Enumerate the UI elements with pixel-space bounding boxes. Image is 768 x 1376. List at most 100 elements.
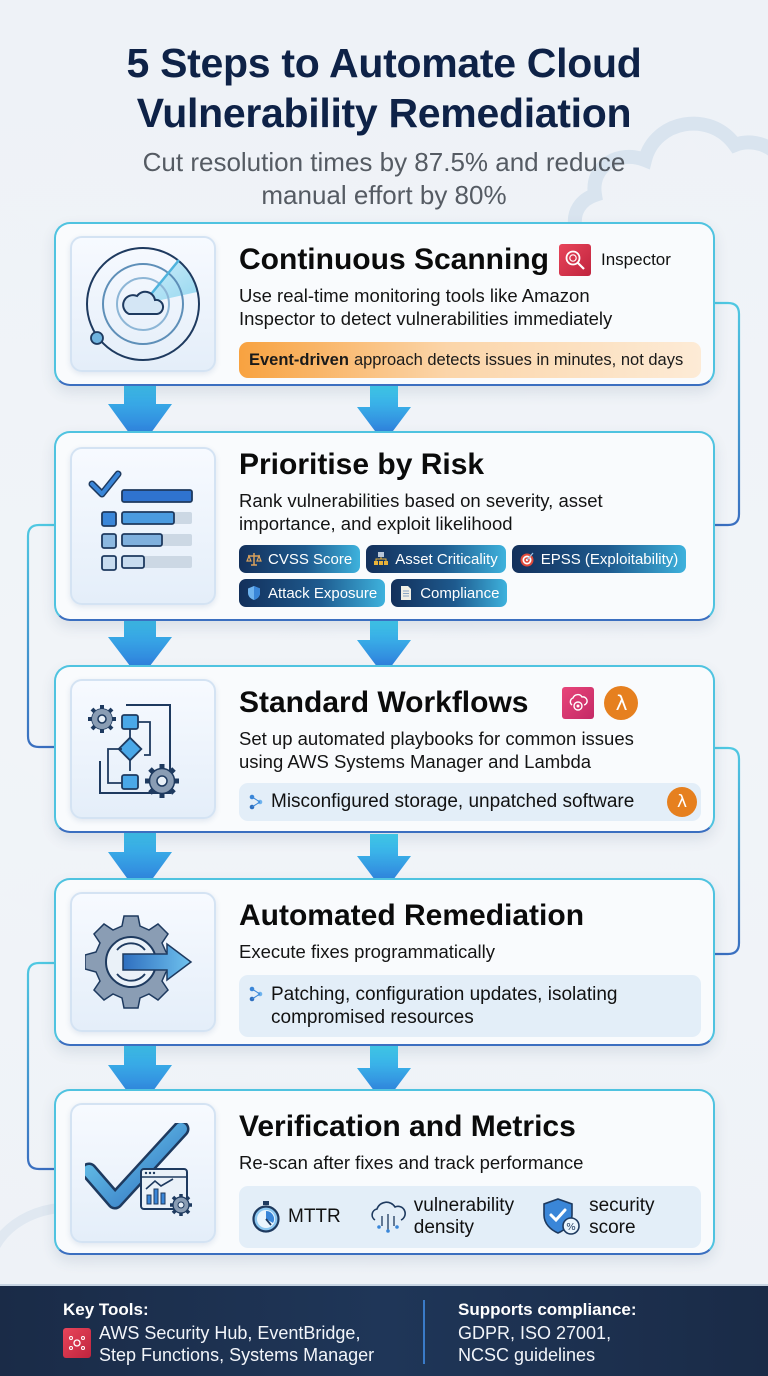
metric-label-line: vulnerability [413,1195,515,1216]
step-1-content: Continuous Scanning Inspector Use real-t… [239,242,701,378]
step-4-title: Automated Remediation [239,899,585,932]
step-2-title-row: Prioritise by Risk [239,447,701,483]
step-1-title: Continuous Scanning [239,243,549,276]
step-3-content: Standard Workflows λ Set up automated pl… [239,685,701,821]
tag-label: Attack Exposure [268,584,378,602]
callout-text: approach detects issues in minutes, not … [353,350,684,369]
compliance-heading: Supports compliance: [458,1300,637,1319]
step-3-title: Standard Workflows [239,686,529,719]
step-5-title-row: Verification and Metrics [239,1109,701,1145]
step-3-description: Set up automated playbooks for common is… [239,727,701,773]
desc-line: Use real-time monitoring tools like Amaz… [239,285,590,306]
title-line-1: 5 Steps to Automate Cloud [126,40,642,86]
stopwatch-icon [252,1201,280,1233]
connector-right-1-2 [714,301,741,527]
pill-line: compromised resources [271,1007,474,1028]
step-1-title-row: Continuous Scanning Inspector [239,242,701,278]
header: 5 Steps to Automate Cloud Vulnerability … [0,38,768,212]
metric-label: MTTR [288,1206,341,1227]
key-tools-line: Step Functions, Systems Manager [99,1345,375,1365]
shield-icon [246,585,262,601]
remediation-actions-text: Patching, configuration updates, isolati… [271,983,617,1029]
step-2-icon-box [70,447,216,605]
desc-line: Rank vulnerabilities based on severity, … [239,490,603,511]
remediation-actions: Patching, configuration updates, isolati… [239,975,701,1037]
step-4-content: Automated Remediation Execute fixes prog… [239,898,701,1037]
target-icon [519,551,535,567]
subtitle-line-2: manual effort by 80% [261,180,507,210]
step-5-icon-box [70,1103,216,1243]
pill-line: Patching, configuration updates, isolati… [271,984,618,1005]
footer-key-tools: Key Tools: AWS Security Hub, EventBridge… [63,1299,374,1366]
compliance-line: GDPR, ISO 27001, [458,1323,612,1343]
workflow-examples-row: Misconfigured storage, unpatched softwar… [249,791,634,813]
connector-right-3-4 [714,746,741,956]
subtitle-line-1: Cut resolution times by 87.5% and reduce [142,147,626,177]
tag-label: Compliance [420,584,500,602]
metric-security-score: % security score [542,1195,655,1239]
tag-cvss-score: CVSS Score [239,545,361,573]
event-driven-callout: Event-driven approach detects issues in … [239,342,701,378]
document-icon [398,585,414,601]
tag-compliance: Compliance [391,579,508,607]
desc-line: Execute fixes programmatically [239,941,496,962]
lambda-icon: λ [604,686,639,720]
svg-text:%: % [566,1222,576,1233]
workflow-gears-icon [88,704,179,798]
check-dashboard-icon [85,1123,192,1216]
scales-icon [246,551,262,567]
desc-line: Inspector to detect vulnerabilities imme… [239,308,613,329]
step-2-description: Rank vulnerabilities based on severity, … [239,489,701,535]
key-tools-line: AWS Security Hub, EventBridge, [99,1323,361,1343]
tag-label: Asset Criticality [395,550,498,568]
tag-epss-exploitability: EPSS (Exploitability) [511,545,687,573]
metric-label-line: security [589,1195,655,1216]
step-3-icon-box [70,679,216,819]
hierarchy-icon [373,551,389,567]
radar-cloud-icon [86,247,200,361]
inspector-label: Inspector [600,250,671,269]
metric-label: security score [589,1195,654,1239]
security-hub-icon [63,1328,91,1358]
title-line-2: Vulnerability Remediation [136,90,632,136]
metric-label-line: score [589,1217,636,1238]
desc-line: importance, and exploit likelihood [239,513,513,534]
step-1-icon-box [70,236,216,372]
key-tools-row: AWS Security Hub, EventBridge, Step Func… [63,1322,374,1366]
tag-label: CVSS Score [268,550,353,568]
nodes-icon [249,794,263,810]
metric-label-line: density [413,1217,474,1238]
step-card-continuous-scanning: Continuous Scanning Inspector Use real-t… [54,222,715,386]
metric-mttr: MTTR [251,1200,341,1234]
workflow-examples: Misconfigured storage, unpatched softwar… [239,783,701,821]
cloud-network-icon [371,1201,406,1233]
step-2-title: Prioritise by Risk [239,448,485,481]
desc-line: Set up automated playbooks for common is… [239,728,634,749]
key-tools-heading: Key Tools: [63,1300,149,1319]
step-5-title: Verification and Metrics [239,1110,576,1143]
step-4-title-row: Automated Remediation [239,898,701,934]
step-4-description: Execute fixes programmatically [239,940,701,963]
step-card-prioritise-by-risk: Prioritise by Risk Rank vulnerabilities … [54,431,715,621]
step-card-standard-workflows: Standard Workflows λ Set up automated pl… [54,665,715,833]
key-tools-list: AWS Security Hub, EventBridge, Step Func… [99,1322,374,1366]
step-card-verification-metrics: Verification and Metrics Re-scan after f… [54,1089,715,1255]
tag-asset-criticality: Asset Criticality [366,545,506,573]
metric-label: vulnerability density [414,1195,514,1239]
nodes-icon [249,986,263,1002]
desc-line: using AWS Systems Manager and Lambda [239,751,592,772]
step-1-description: Use real-time monitoring tools like Amaz… [239,284,701,330]
gear-arrow-icon [85,915,193,1009]
systems-manager-icon [562,687,595,719]
lambda-icon: λ [667,787,697,817]
footer: Key Tools: AWS Security Hub, EventBridge… [0,1284,768,1376]
page-title: 5 Steps to Automate Cloud Vulnerability … [0,38,768,138]
compliance-line: NCSC guidelines [458,1345,596,1365]
page-subtitle: Cut resolution times by 87.5% and reduce… [0,146,768,212]
step-5-description: Re-scan after fixes and track performanc… [239,1151,701,1174]
step-card-automated-remediation: Automated Remediation Execute fixes prog… [54,878,715,1046]
step-5-content: Verification and Metrics Re-scan after f… [239,1109,701,1248]
desc-line: Re-scan after fixes and track performanc… [239,1152,584,1173]
metric-vulnerability-density: vulnerability density [369,1195,514,1239]
shield-percent-icon: % [543,1198,580,1235]
